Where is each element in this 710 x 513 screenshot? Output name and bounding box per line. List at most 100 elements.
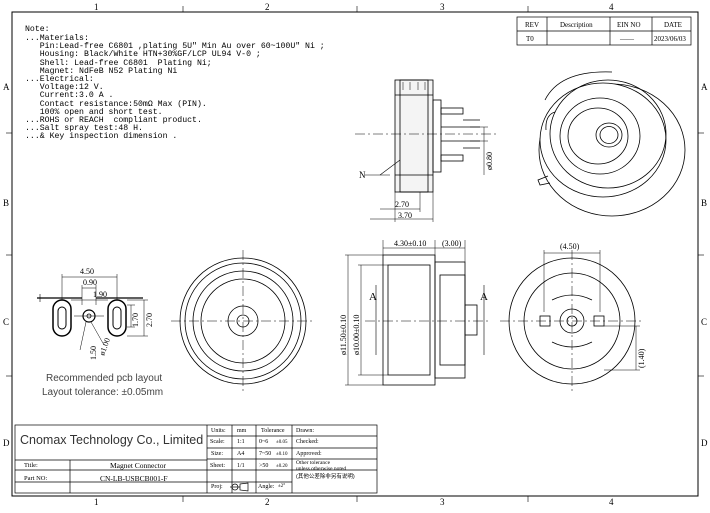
note-line: ...ROHS or REACH compliant product. <box>25 116 202 126</box>
notes-list: ...Materials: Pin:Lead-free C6801 ,plati… <box>25 34 325 142</box>
section-view <box>345 240 490 386</box>
grid-row-b-right: B <box>701 198 707 208</box>
title-value: Magnet Connector <box>110 461 167 470</box>
scale-value: 1:1 <box>237 439 245 445</box>
rev-value: T0 <box>526 35 534 43</box>
sheet-value: 1/1 <box>237 463 245 469</box>
section-dim-3-00: (3.00) <box>442 239 462 248</box>
notes-heading: Note: <box>25 25 50 34</box>
section-dim-10-00: ø10.00±0.10 <box>352 315 361 355</box>
pcb-caption-line2: Layout tolerance: ±0.05mm <box>42 387 164 398</box>
side-dim-0-80: ø0.80 <box>485 152 494 170</box>
company-name: Cnomax Technology Co., Limited <box>20 433 204 447</box>
note-line: ...& Key inspection dimension . <box>25 132 178 142</box>
part-value: CN-LB-USBCB001-F <box>100 474 168 483</box>
tol-value-1: ±0.05 <box>276 440 288 445</box>
pcb-dim-1-90: 1.90 <box>93 290 107 299</box>
other-tol-line3: (其他公差除非另有说明) <box>296 474 355 480</box>
note-line: Magnet: NdFeB N52 Plating Ni <box>25 66 178 76</box>
grid-col-2-bottom: 2 <box>265 497 270 507</box>
pcb-dim-0-90: 0.90 <box>83 278 97 287</box>
pcb-caption-line1: Recommended pcb layout <box>46 373 163 384</box>
grid-col-3: 3 <box>440 2 445 12</box>
grid-row-c: C <box>3 317 9 327</box>
scale-label: Scale: <box>210 439 225 445</box>
sheet-label: Sheet: <box>210 463 225 469</box>
drawn-label: Drawn: <box>296 428 314 434</box>
grid-row-b: B <box>3 198 9 208</box>
tolerance-header: Tolerance <box>261 428 285 434</box>
ein-header: EIN NO <box>617 21 641 29</box>
units-label: Units: <box>211 428 226 434</box>
angle-label: Angle: <box>258 484 275 490</box>
note-line: ...Salt spray test:48 H. <box>25 124 143 134</box>
proj-label: Proj: <box>211 484 223 490</box>
tol-range-1: 0~6 <box>259 439 269 445</box>
grid-col-4-bottom: 4 <box>609 497 614 507</box>
note-line: ...Materials: <box>25 34 89 43</box>
pcb-dim-1-00: ø1.00 <box>97 337 112 357</box>
rev-header: REV <box>525 21 539 29</box>
grid-col-3-bottom: 3 <box>440 497 445 507</box>
back-view <box>500 250 644 392</box>
side-view <box>355 79 498 222</box>
outer-frame <box>11 11 699 497</box>
back-dim-4-50: (4.50) <box>560 242 580 251</box>
side-label-n: N <box>359 170 366 180</box>
section-dim-11-50: ø11.50±0.10 <box>339 315 348 355</box>
isometric-view <box>537 71 686 217</box>
back-dim-1-40: (1.40) <box>637 348 646 368</box>
tol-value-2: ±0.10 <box>276 452 288 457</box>
part-label: Part NO: <box>24 475 48 482</box>
checked-label: Checked: <box>296 439 319 445</box>
projection-symbol <box>230 482 249 492</box>
note-line: Housing: Black/White HTN+30%GF/LCP UL94 … <box>25 50 261 60</box>
grid-row-a-right: A <box>701 82 708 92</box>
pcb-dim-4-50: 4.50 <box>80 267 94 276</box>
grid-row-c-right: C <box>701 317 707 327</box>
note-line: ...Electrical: <box>25 75 94 85</box>
side-dim-3-70: 3.70 <box>398 211 412 220</box>
note-line: Current:3.0 A . <box>25 91 114 101</box>
section-label-a-left: A <box>369 291 377 303</box>
section-label-a-right: A <box>480 291 488 303</box>
note-line: Pin:Lead-free C6801 ,plating 5U" Min Au … <box>25 42 325 52</box>
grid-col-2: 2 <box>265 2 270 12</box>
note-line: 100% open and short test. <box>25 107 163 117</box>
date-value: 2023/06/03 <box>654 35 686 43</box>
side-dim-2-70: 2.70 <box>395 200 409 209</box>
units-value: mm <box>237 428 247 434</box>
grid-row-d: D <box>3 438 10 448</box>
title-label: Title: <box>24 462 38 469</box>
tol-value-3: ±0.20 <box>276 464 288 469</box>
other-tol-line1: Other tolerance <box>296 460 331 466</box>
pcb-dim-1-70: 1.70 <box>131 313 140 327</box>
ein-value: —— <box>619 35 635 43</box>
tol-range-2: 7~50 <box>259 451 272 457</box>
section-dim-4-30: 4.30±0.10 <box>394 239 426 248</box>
revision-table <box>516 16 692 46</box>
grid-row-a: A <box>3 82 10 92</box>
description-header: Description <box>560 21 593 29</box>
note-line: Voltage:12 V. <box>25 83 104 93</box>
grid-row-d-right: D <box>701 438 708 448</box>
other-tol-line2: unless otherwise noted <box>296 466 347 472</box>
size-value: A4 <box>237 451 245 457</box>
note-line: Contact resistance:50mΩ Max (PIN). <box>25 99 207 109</box>
title-block <box>14 424 378 494</box>
tol-range-3: >50 <box>259 463 269 469</box>
angle-value: ±2° <box>278 484 286 489</box>
pcb-dim-2-70: 2.70 <box>145 313 154 327</box>
grid-col-1-bottom: 1 <box>94 497 99 507</box>
grid-col-4: 4 <box>609 2 614 12</box>
pcb-layout <box>37 274 148 351</box>
pcb-dim-1-50: 1.50 <box>89 346 98 360</box>
front-view <box>171 250 315 392</box>
size-label: Size: <box>211 451 223 457</box>
grid-col-1: 1 <box>94 2 99 12</box>
note-line: Shell: Lead-free C6801 Plating Ni; <box>25 58 212 68</box>
date-header: DATE <box>664 21 682 29</box>
approved-label: Approved: <box>296 451 322 457</box>
